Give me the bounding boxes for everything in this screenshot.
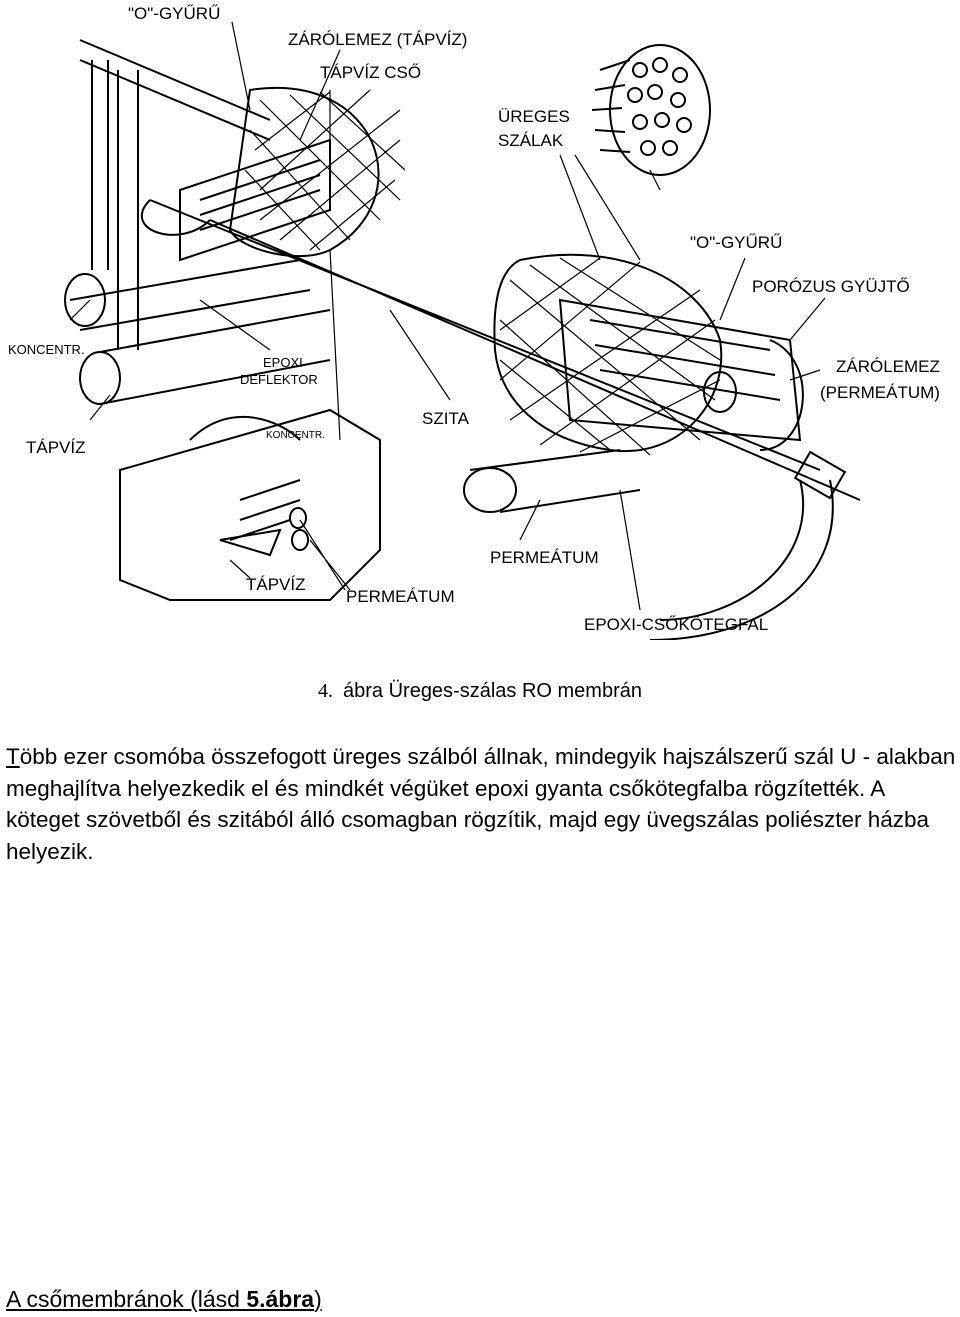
label-hollow-fibers-2: SZÁLAK (498, 131, 564, 150)
label-o-ring-top: "O"-GYŰRŰ (128, 4, 220, 23)
label-screen: SZITA (422, 409, 470, 428)
feed-pipe-end (79, 351, 121, 405)
pressure-vessel (141, 199, 861, 501)
feed-pipe (69, 259, 311, 331)
header-pipe (79, 39, 271, 141)
label-epoxy-2: DEFLEKTOR (240, 372, 318, 387)
label-end-plate-feed: ZÁRÓLEMEZ (TÁPVÍZ) (288, 30, 467, 49)
label-feed-bottom: TÁPVÍZ (246, 575, 306, 594)
label-permeate-right: PERMEÁTUM (490, 548, 599, 567)
label-concentrate: KONCENTR. (8, 342, 85, 357)
concentrate-pipe-end (64, 273, 106, 327)
caption-text: ábra Üreges-szálas RO membrán (343, 680, 642, 702)
section-heading: A csőmembránok (lásd 5.ábra) (6, 1286, 322, 1313)
footer-bold-ref: 5.ábra (246, 1286, 315, 1312)
label-concentrate-small: KONCENTR. (266, 430, 325, 441)
inset-detail (119, 408, 381, 601)
label-porous-collector: PORÓZUS GYÜJTŐ (752, 277, 910, 296)
label-end-plate-perm-1: ZÁRÓLEMEZ (836, 357, 940, 376)
label-permeate-bottom: PERMEÁTUM (346, 587, 455, 606)
label-feed-tube: TÁPVÍZ CSŐ (320, 63, 421, 82)
permeate-pipe-end (463, 467, 517, 513)
label-end-plate-perm-2: (PERMEÁTUM) (820, 383, 940, 402)
footer-close: ) (314, 1286, 322, 1312)
hollow-fiber-bundle (591, 44, 711, 176)
right-mesh (493, 253, 723, 453)
paragraph-first-letter: T (6, 744, 20, 769)
label-epoxy-1: EPOXI (263, 355, 303, 370)
membrane-diagram: "O"-GYŰRŰ ZÁRÓLEMEZ (TÁPVÍZ) TÁPVÍZ CSŐ … (8, 4, 940, 640)
footer-text: A csőmembránok (lásd (6, 1286, 247, 1312)
caption-number: 4. (318, 680, 333, 702)
label-hollow-fibers-1: ÜREGES (498, 107, 570, 126)
body-paragraph: Több ezer csomóba összefogott üreges szá… (6, 741, 956, 867)
left-pipe (91, 60, 139, 350)
label-o-ring-right: "O"-GYŰRŰ (690, 233, 782, 252)
figure-caption: 4. ábra Üreges-szálas RO membrán (0, 680, 960, 703)
label-epoxy-tubesheet: EPOXI-CSŐKÖTEGFAL (584, 615, 768, 634)
label-feed-left: TÁPVÍZ (26, 438, 86, 457)
paragraph-text: öbb ezer csomóba összefogott üreges szál… (6, 744, 956, 864)
